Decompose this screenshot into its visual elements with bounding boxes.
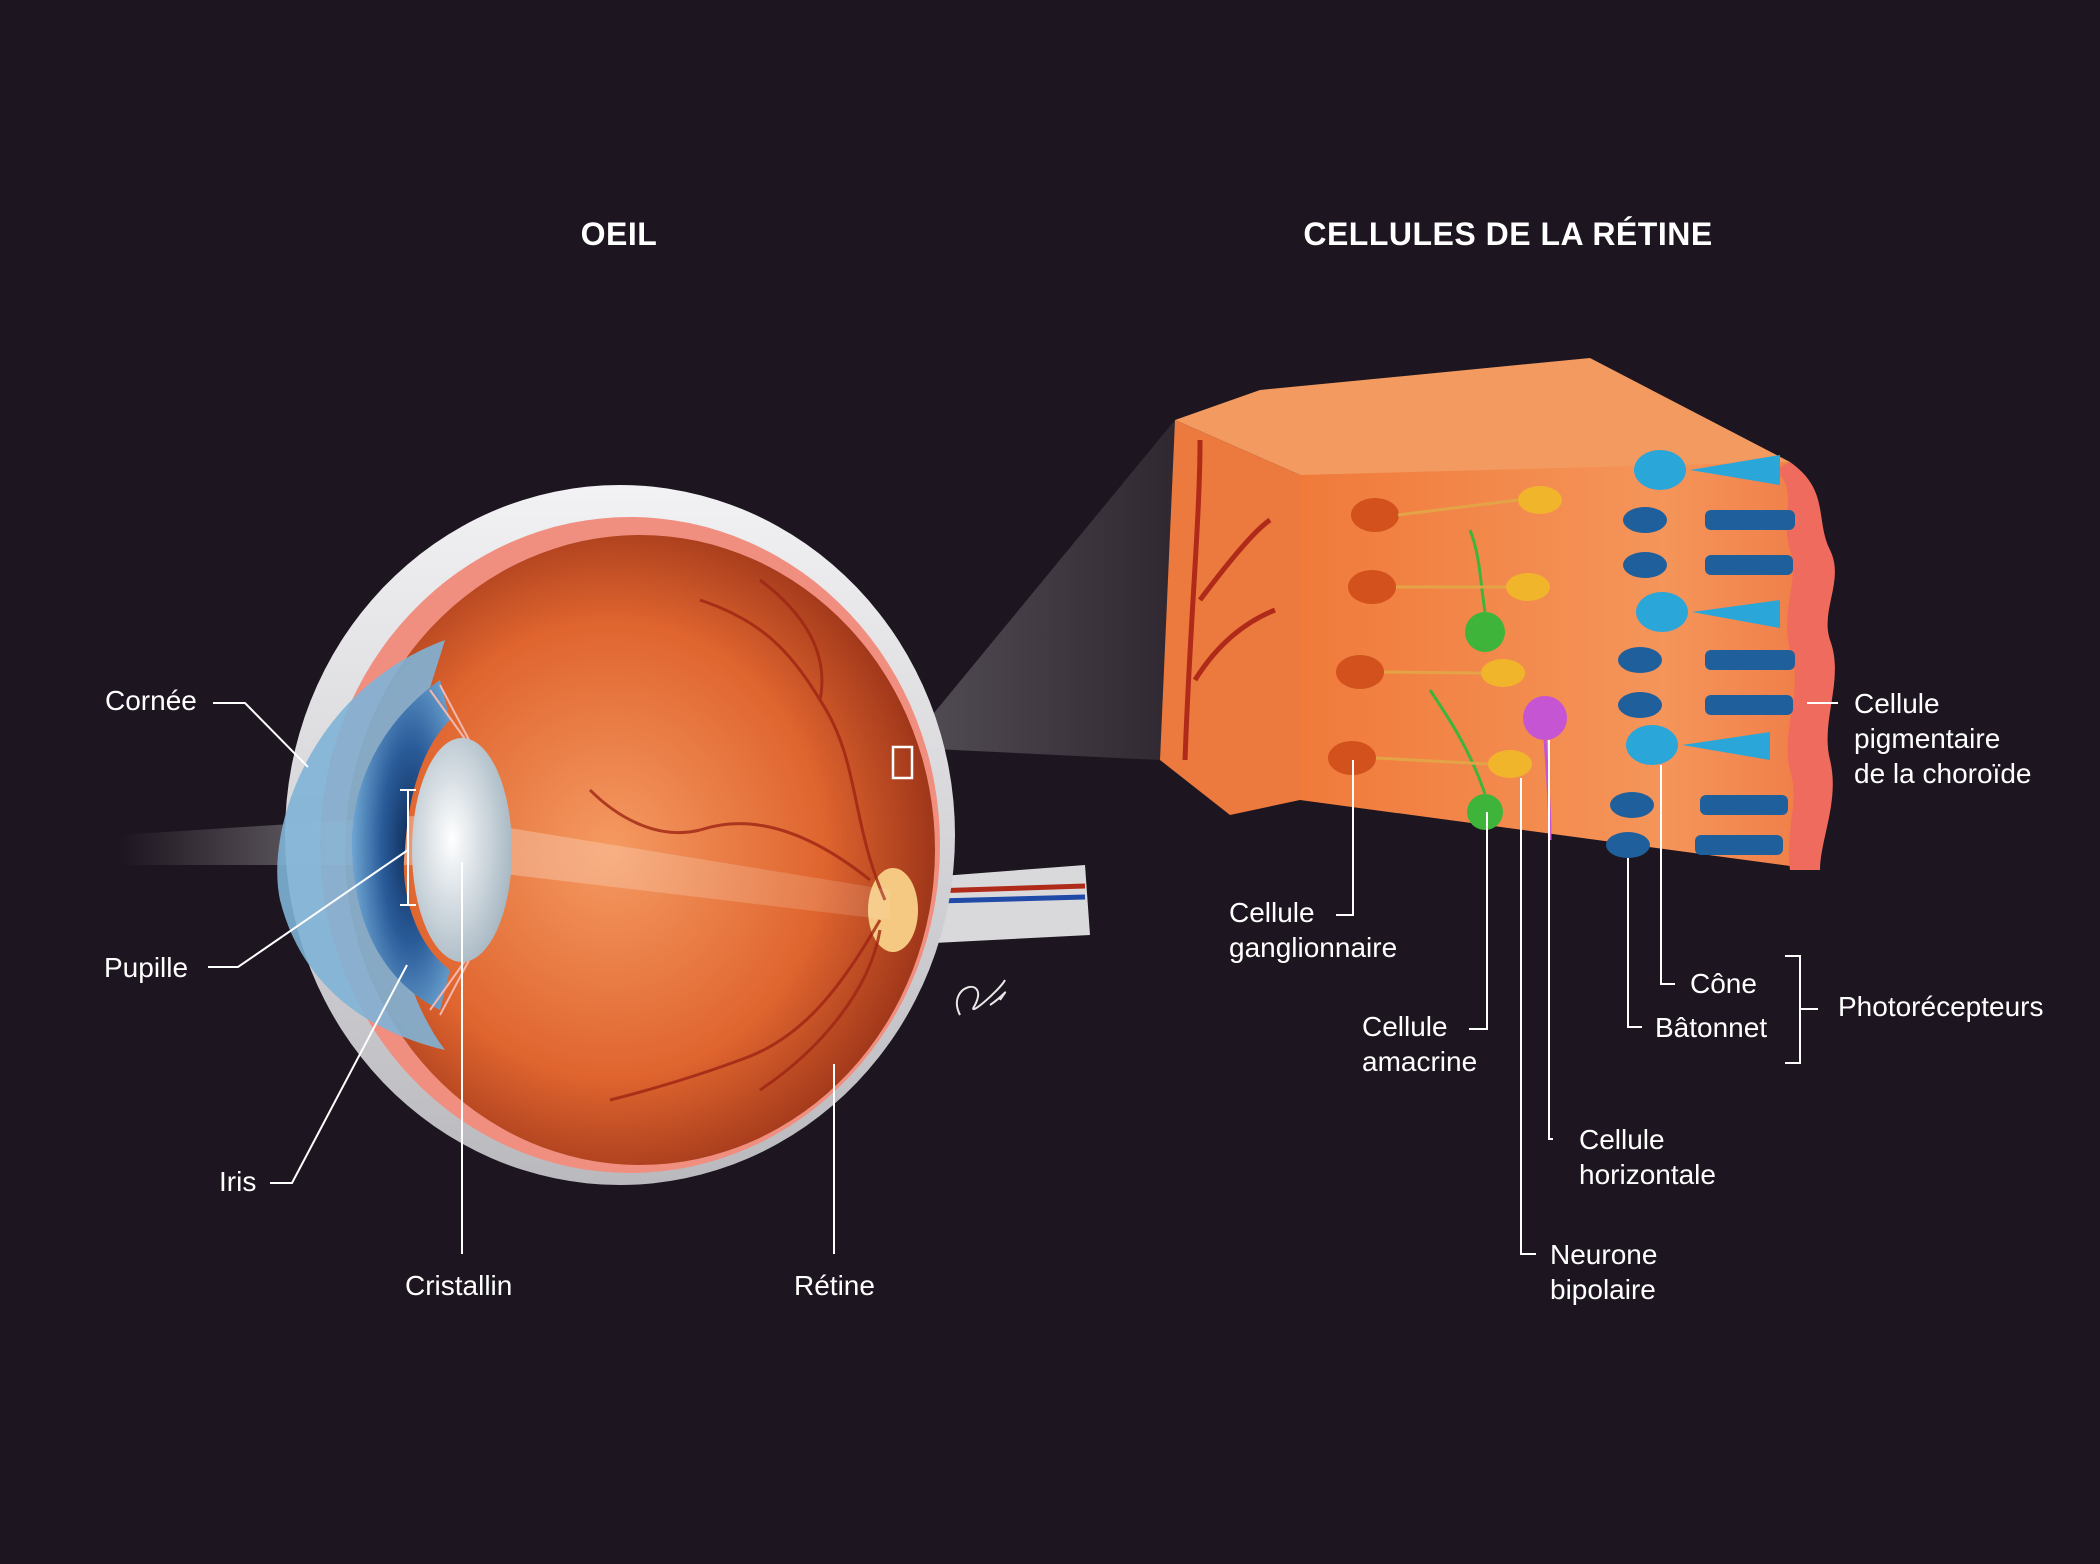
- ganglion-cells: [1328, 498, 1399, 775]
- label-ganglion-cell: Cellule ganglionnaire: [1229, 897, 1398, 963]
- artist-signature: [956, 979, 1007, 1016]
- leader-amacrine: [1469, 812, 1488, 1030]
- leader-iris: [270, 964, 408, 1184]
- zoom-projection: [893, 420, 1175, 760]
- retinal-vessels: [588, 578, 887, 1102]
- label-cornea: Cornée: [105, 685, 197, 716]
- pupil-bracket: [400, 789, 416, 906]
- label-cone: Cône: [1690, 968, 1757, 999]
- iris: [351, 680, 450, 1010]
- label-pupil: Pupille: [104, 952, 189, 983]
- photoreceptor-bracket: [1785, 955, 1801, 1064]
- cone-cells: [1626, 450, 1780, 765]
- eye-cross-section: [120, 485, 1090, 1185]
- eye-title: OEIL: [580, 216, 658, 252]
- label-amacrine-cell: Cellule amacrine: [1362, 1011, 1478, 1077]
- leader-cone: [1660, 765, 1675, 985]
- leader-bipolar: [1520, 778, 1536, 1255]
- label-horizontal-cell: Cellule horizontale: [1579, 1124, 1716, 1190]
- label-rod: Bâtonnet: [1655, 1012, 1768, 1043]
- label-iris: Iris: [219, 1166, 257, 1197]
- leader-ganglion: [1336, 760, 1354, 916]
- pigment-epithelium: [1775, 462, 1835, 870]
- leader-rod: [1627, 858, 1642, 1028]
- retina-sample-box: [891, 745, 914, 780]
- label-lens: Cristallin: [405, 1270, 513, 1301]
- bipolar-cells: [1481, 486, 1562, 778]
- amacrine-cells: [1428, 529, 1505, 830]
- leader-cornea: [213, 702, 309, 768]
- label-photoreceptors: Photorécepteurs: [1838, 991, 2044, 1022]
- label-retina: Rétine: [794, 1270, 875, 1301]
- leader-horizontal: [1548, 740, 1553, 1140]
- lens: [412, 738, 512, 962]
- label-bipolar-neuron: Neurone bipolaire: [1550, 1239, 1658, 1305]
- retina-block: [1160, 358, 1835, 870]
- rod-cells: [1606, 507, 1795, 858]
- label-pigment-cell: Cellule pigmentaire de la choroïde: [1854, 688, 2032, 789]
- leader-pupil: [208, 849, 409, 968]
- leader-lines: [208, 702, 1838, 1255]
- retina-tissue: [1300, 462, 1820, 870]
- retina-cells-title: CELLULES DE LA RÉTINE: [1303, 216, 1713, 252]
